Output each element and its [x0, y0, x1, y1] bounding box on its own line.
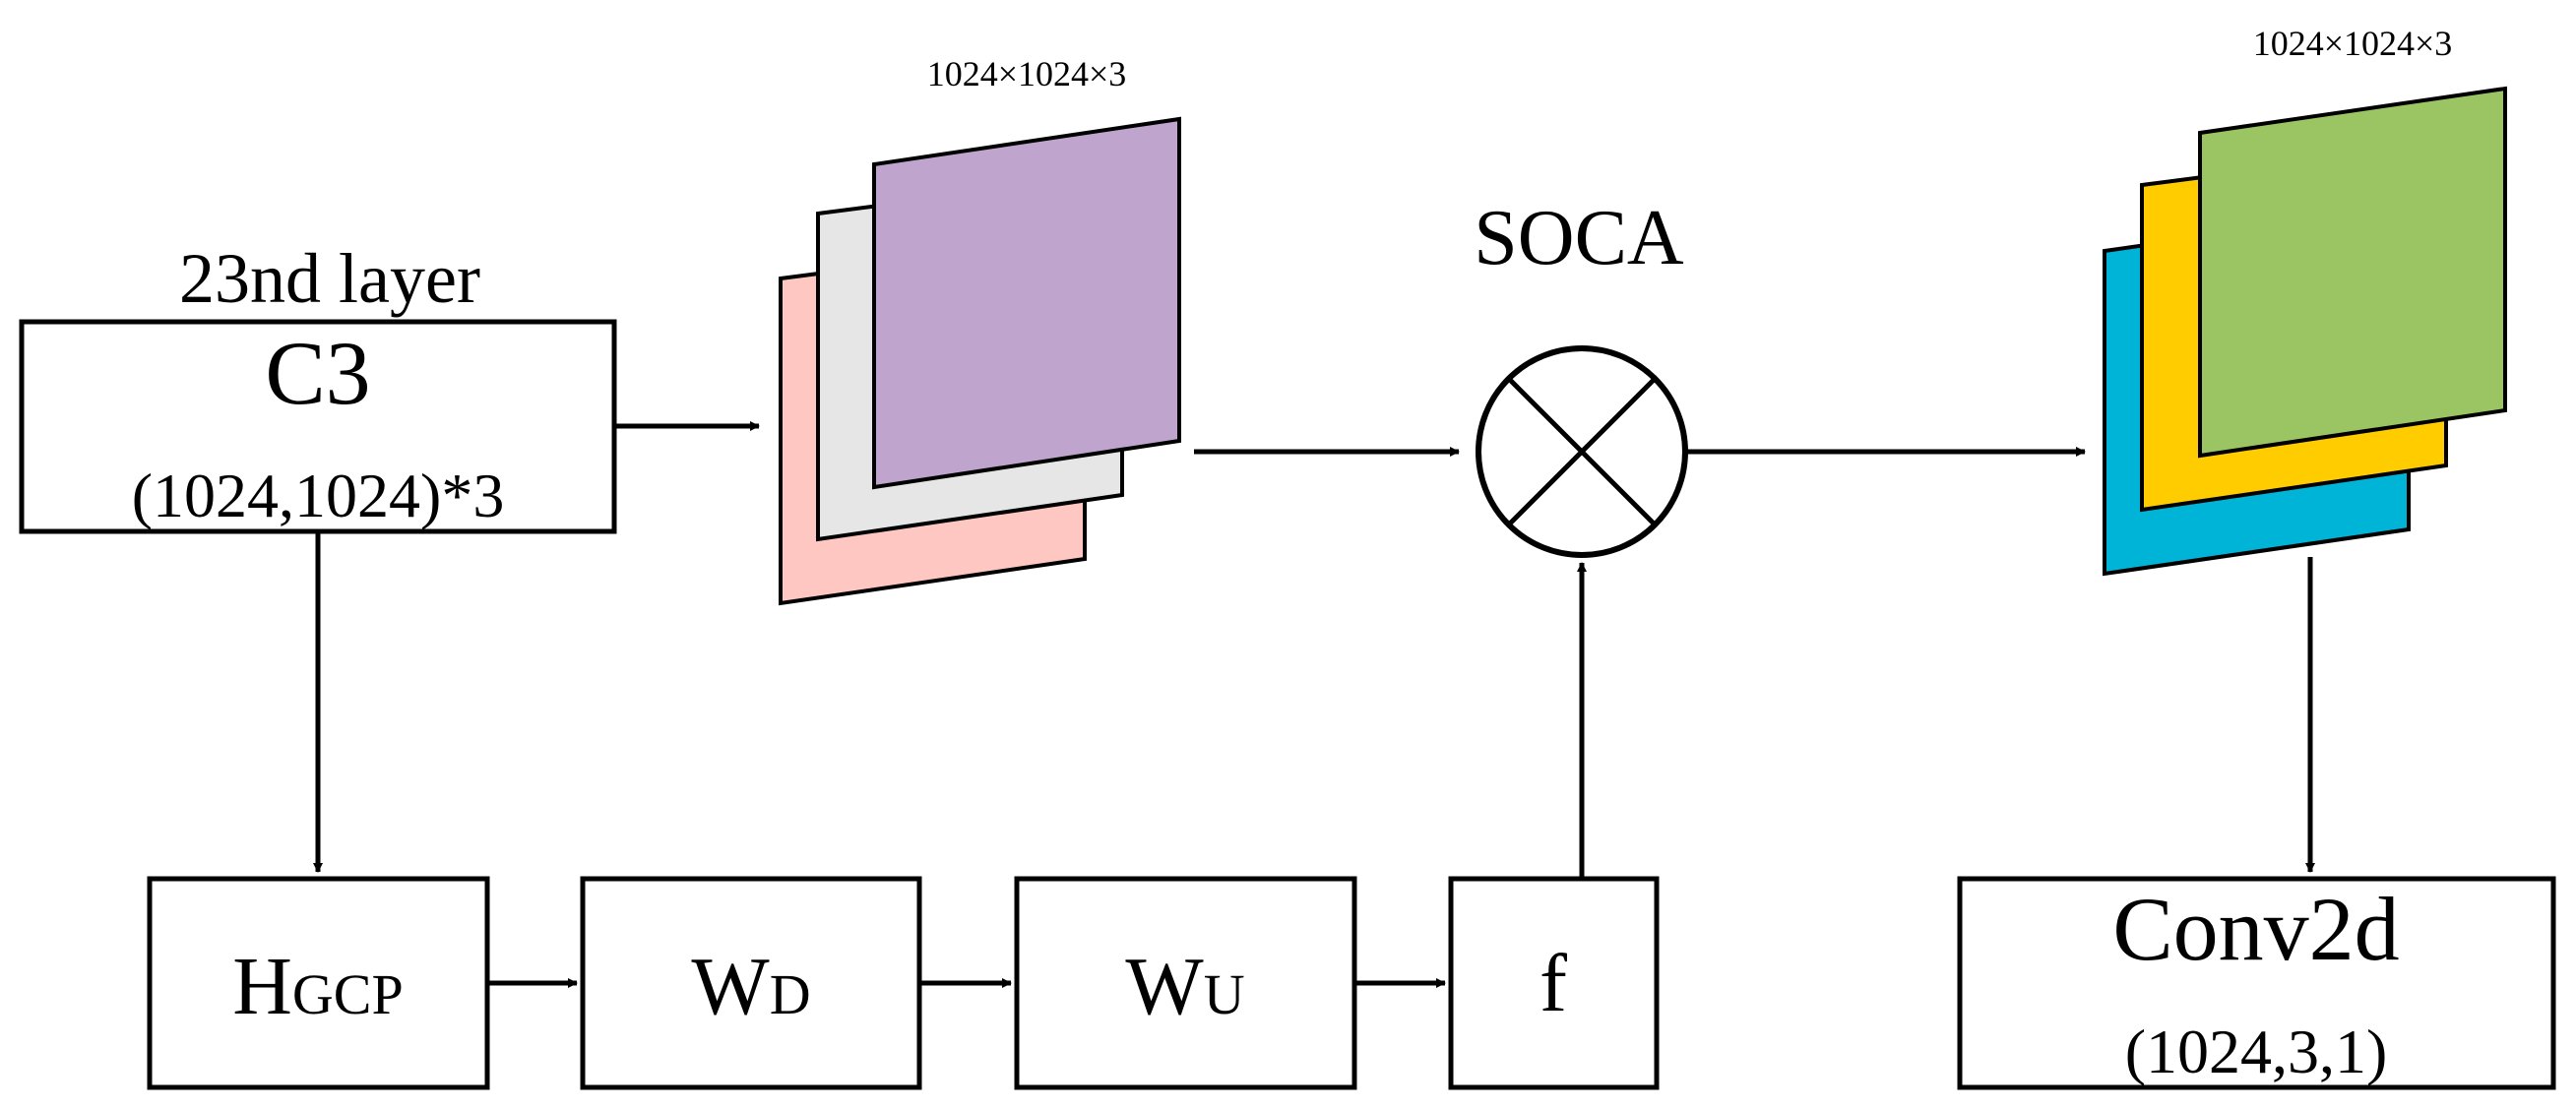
- soca-operator: SOCA: [1474, 195, 1688, 558]
- c3-box: [19, 319, 617, 534]
- wd-box: [580, 876, 922, 1090]
- conv2d-box: [1957, 876, 2556, 1090]
- output-feature-stack: 1024×1024×3: [2103, 24, 2507, 577]
- wu-box: [1014, 876, 1357, 1090]
- f-block: f: [1448, 876, 1660, 1090]
- conv2d-subtitle: (1024,3,1): [2125, 1017, 2388, 1086]
- c3-subtitle: (1024,1024)*3: [132, 461, 505, 530]
- conv2d-title: Conv2d: [2112, 879, 2399, 979]
- hgcp-box: [147, 876, 490, 1090]
- wd-block: WD: [580, 876, 922, 1090]
- circle-times-icon: [1476, 345, 1688, 558]
- input-feature-stack: 1024×1024×3: [779, 54, 1181, 606]
- input-stack-dims: 1024×1024×3: [927, 54, 1127, 93]
- soca-label: SOCA: [1474, 195, 1684, 281]
- wu-block: WU: [1014, 876, 1357, 1090]
- hgcp-label: HGCP: [232, 941, 404, 1032]
- output-plate-3: [2198, 86, 2507, 459]
- c3-title: C3: [265, 323, 370, 423]
- f-box: [1448, 876, 1660, 1090]
- connectors: [313, 421, 2315, 988]
- conv2d-block: Conv2d (1024,3,1): [1957, 876, 2556, 1090]
- input-plate-3: [872, 116, 1181, 490]
- hgcp-block: HGCP: [147, 876, 490, 1090]
- wu-label: WU: [1125, 941, 1244, 1032]
- c3-block: 23nd layer C3 (1024,1024)*3: [19, 239, 617, 534]
- f-label: f: [1539, 938, 1567, 1029]
- c3-caption: 23nd layer: [179, 239, 480, 318]
- output-stack-dims: 1024×1024×3: [2253, 24, 2453, 63]
- wd-label: WD: [691, 941, 810, 1032]
